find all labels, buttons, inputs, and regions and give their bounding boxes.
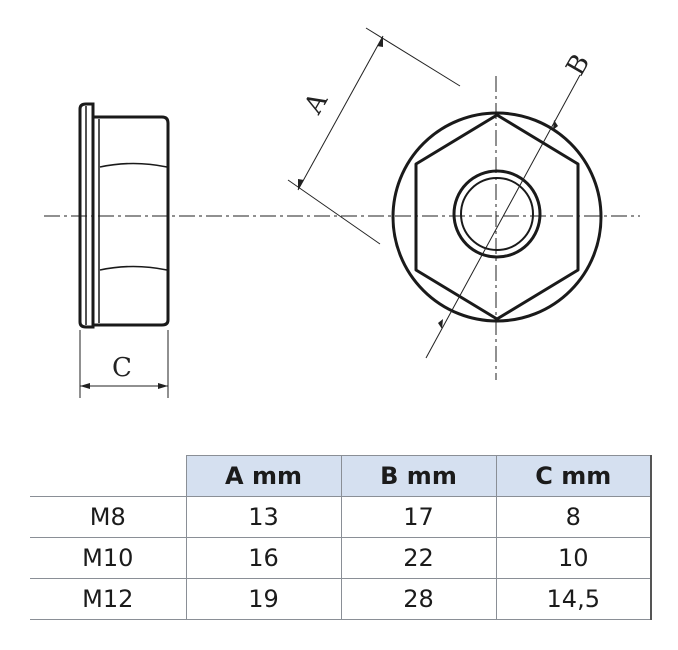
flange-nut-drawing: C B A <box>44 27 640 398</box>
b-value-cell: 28 <box>341 578 497 620</box>
table-corner-cell <box>30 455 186 497</box>
c-value-cell: 14,5 <box>496 578 652 620</box>
b-value-cell: 17 <box>341 496 497 538</box>
bore-inner <box>460 177 534 251</box>
table-row: M12 19 28 14,5 <box>30 578 652 620</box>
table-row: M10 16 22 10 <box>30 537 652 579</box>
dimension-b-label: B <box>561 49 597 81</box>
a-value-cell: 19 <box>186 578 342 620</box>
side-view <box>78 102 170 329</box>
header-b-mm: B mm <box>340 455 497 497</box>
c-value-cell: 10 <box>496 537 652 579</box>
header-c-mm: C mm <box>495 455 652 497</box>
dimension-a <box>287 27 461 245</box>
dimension-a-label: A <box>298 87 334 120</box>
side-hex-corner-bottom <box>99 265 168 271</box>
bore-outer <box>452 169 542 259</box>
side-hex-corner-top <box>99 162 168 168</box>
front-view <box>391 76 603 380</box>
b-value-cell: 22 <box>341 537 497 579</box>
size-cell: M12 <box>30 578 187 620</box>
table-header-row: A mm B mm C mm <box>30 455 652 497</box>
dimension-c-label: C <box>112 353 132 383</box>
a-value-cell: 13 <box>186 496 342 538</box>
c-value-cell: 8 <box>496 496 652 538</box>
side-flange <box>78 102 95 329</box>
dimension-c <box>79 330 169 398</box>
size-cell: M10 <box>30 537 187 579</box>
size-cell: M8 <box>30 496 187 538</box>
flange-circle <box>391 111 603 323</box>
table-row: M8 13 17 8 <box>30 496 652 538</box>
side-hex-body <box>93 115 170 327</box>
a-value-cell: 16 <box>186 537 342 579</box>
header-a-mm: A mm <box>185 455 342 497</box>
hex-outline <box>414 113 580 321</box>
dimension-table: A mm B mm C mm M8 13 17 8 M10 16 22 10 M… <box>30 455 652 620</box>
dimension-b <box>425 74 581 359</box>
